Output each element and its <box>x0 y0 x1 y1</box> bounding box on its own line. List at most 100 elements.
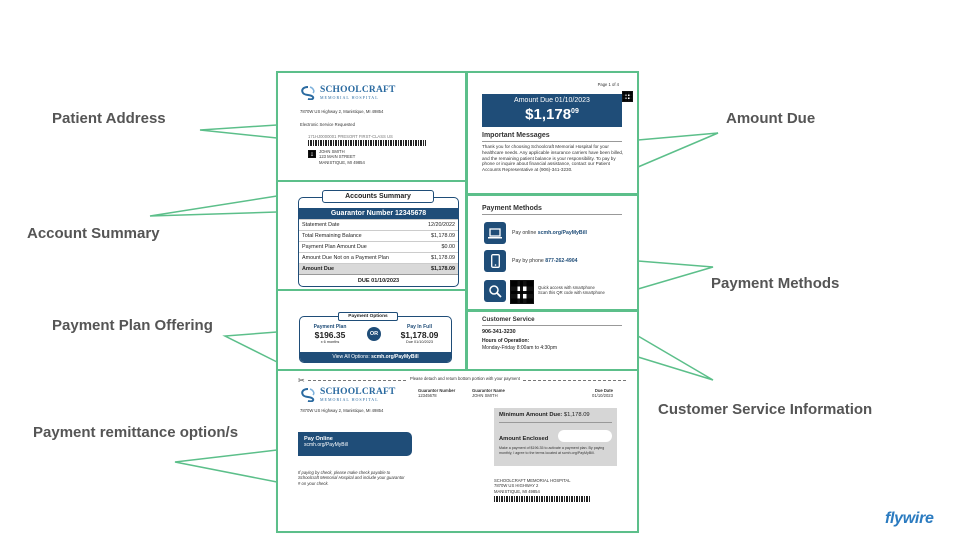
customer-service-title: Customer Service <box>482 316 535 323</box>
pay-online-prefix: Pay online <box>512 230 537 236</box>
remit-name: SCHOOLCRAFT MEMORIAL HOSPITAL <box>494 478 571 483</box>
qr-text-1: Quick access with smartphone <box>538 285 595 290</box>
hospital-logo-icon <box>301 85 315 100</box>
mail-qr-icon <box>308 150 316 158</box>
summary-row: Payment Plan Amount Due$0.00 <box>299 241 458 252</box>
cs-divider <box>482 325 622 326</box>
important-messages-title: Important Messages <box>482 132 550 139</box>
pay-online-line[interactable]: Pay online scmh.org/PayMyBill <box>512 230 587 236</box>
patient-address-section: SCHOOLCRAFT MEMORIAL HOSPITAL 7870W US H… <box>276 71 467 182</box>
slip-guarantor-name-label: Guarantor Name <box>472 388 505 393</box>
postal-barcode <box>308 140 426 146</box>
full-amount: $1,178.09 <box>400 330 439 340</box>
amount-due-value: $1,17809 <box>482 104 622 123</box>
smartphone-icon <box>484 250 506 272</box>
remit-street: 7870W US HIGHWAY 2 <box>494 483 539 489</box>
slip-guarantor-number-value: 12345678 <box>418 393 437 399</box>
slip-guarantor-name-value: JOHN SMITH <box>472 393 498 399</box>
hospital-logo: SCHOOLCRAFT MEMORIAL HOSPITAL <box>300 85 396 100</box>
connector-patient-address <box>199 124 278 139</box>
important-divider <box>482 141 622 142</box>
or-badge: OR <box>367 327 381 341</box>
payment-plan-section: Payment Options Payment Plan $196.35 x 6… <box>276 289 467 371</box>
slip-hospital-subtitle: MEMORIAL HOSPITAL <box>320 397 379 402</box>
min-due-value: $1,178.09 <box>563 412 590 418</box>
view-all-prefix: View All Options: <box>332 354 370 360</box>
min-due-divider <box>499 422 612 423</box>
amount-enclosed-field[interactable] <box>558 430 612 442</box>
connector-amount-due <box>637 132 719 168</box>
payment-plan-option[interactable]: Payment Plan $196.35 x 6 months <box>306 324 354 344</box>
amount-due-dollars: $1,178 <box>525 106 572 123</box>
callout-customer-service: Customer Service Information <box>658 401 873 418</box>
view-all-url[interactable]: scmh.org/PayMyBill <box>371 354 419 360</box>
mail-code: 171HJ0000001 PRESORT FIRST-CLASS US <box>308 134 393 139</box>
payment-methods-section: Payment Methods Pay online scmh.org/PayM… <box>466 194 639 311</box>
check-note: If paying by check, please make check pa… <box>298 470 405 486</box>
billing-statement: SCHOOLCRAFT MEMORIAL HOSPITAL 7870W US H… <box>276 71 639 533</box>
hospital-subtitle: MEMORIAL HOSPITAL <box>320 95 379 100</box>
qr-instructions: Quick access with smartphone Scan this Q… <box>538 285 605 296</box>
patient-address-block: JOHN SMITH 123 MAIN STREET MANISTIQUE, M… <box>319 149 365 165</box>
summary-row-label: Statement Date <box>302 222 340 228</box>
laptop-icon <box>484 222 506 244</box>
slip-guarantor-number: Guarantor Number 12345678 <box>418 388 455 399</box>
plan-amount: $196.35 <box>314 330 346 340</box>
connector-payment-plan <box>222 331 278 363</box>
slip-due-label: Due Date <box>594 388 613 393</box>
qr-text-2: Scan this QR code with smartphone <box>538 290 605 296</box>
amount-due-label: Amount Due 01/10/2023 <box>514 97 590 104</box>
summary-row-value: $1,178.09 <box>431 266 455 272</box>
pay-phone-number[interactable]: 877-262-4904 <box>545 258 578 264</box>
hospital-name: SCHOOLCRAFT <box>320 85 396 95</box>
callout-payment-remittance: Payment remittance option/s <box>33 424 239 441</box>
pay-online-url[interactable]: scmh.org/PayMyBill <box>537 230 587 236</box>
min-due-label: Minimum Amount Due: <box>499 412 563 418</box>
scissors-icon: ✂ <box>298 376 305 385</box>
account-summary-section: Accounts Summary Guarantor Number 123456… <box>276 180 467 291</box>
slip-hospital-logo: SCHOOLCRAFT MEMORIAL HOSPITAL <box>300 387 396 402</box>
pay-phone-line[interactable]: Pay by phone 877-262-4904 <box>512 258 578 264</box>
slip-hospital-address: 7870W US Highway 2, Manistique, MI 49854 <box>300 408 384 413</box>
connector-payment-methods <box>637 260 714 290</box>
patient-city: MANISTIQUE, MI 49854 <box>319 159 365 165</box>
summary-row: Total Remaining Balance$1,178.09 <box>299 230 458 241</box>
summary-row-label: Total Remaining Balance <box>302 233 362 239</box>
slip-guarantor-number-label: Guarantor Number <box>418 388 456 393</box>
patient-name: JOHN SMITH <box>319 149 345 154</box>
slip-hospital-logo-icon <box>301 387 315 402</box>
callout-account-summary: Account Summary <box>27 225 160 242</box>
flywire-logo: flywire <box>885 510 934 527</box>
amount-due-cents: 09 <box>571 108 579 115</box>
summary-row-label: Amount Due Not on a Payment Plan <box>302 255 389 261</box>
cs-phone[interactable]: 906-341-3230 <box>482 329 516 335</box>
payment-options-card: Payment Plan $196.35 x 6 months OR Pay I… <box>299 316 452 363</box>
slip-pay-online-label: Pay Online <box>304 436 333 442</box>
payment-qr-code[interactable] <box>510 280 534 304</box>
slip-hospital-name: SCHOOLCRAFT <box>320 387 396 397</box>
accounts-summary-table: Guarantor Number 12345678 Statement Date… <box>298 197 459 287</box>
scan-search-icon <box>484 280 506 302</box>
guarantor-number-bar: Guarantor Number 12345678 <box>299 208 458 219</box>
summary-row: Amount Due$1,178.09 <box>299 263 458 274</box>
remit-address: SCHOOLCRAFT MEMORIAL HOSPITAL 7870W US H… <box>494 478 570 494</box>
pay-in-full-option[interactable]: Pay In Full $1,178.09 Due 01/10/2023 <box>392 324 447 344</box>
view-all-options-bar[interactable]: View All Options: scmh.org/PayMyBill <box>300 352 451 362</box>
enclosed-note: Make a payment of $196.35 to activate a … <box>499 446 605 455</box>
remit-city: MANISTIQUE, MI 49854 <box>494 488 540 494</box>
payment-remittance-section: ✂ Please detach and return bottom portio… <box>276 369 639 533</box>
patient-street: 123 MAIN STREET <box>319 154 356 160</box>
min-due-line: Minimum Amount Due: $1,178.09 <box>499 412 590 418</box>
detach-text: Please detach and return bottom portion … <box>408 376 522 382</box>
full-due: Due 01/10/2023 <box>405 340 434 344</box>
summary-row-label: Payment Plan Amount Due <box>302 244 367 250</box>
connector-account-summary <box>149 195 278 217</box>
slip-pay-online-button[interactable]: Pay Online scmh.org/PayMyBill <box>298 432 412 456</box>
hospital-address: 7870W US Highway 2, Manistique, MI 49854 <box>300 109 384 114</box>
amount-due-section: Page 1 of 4 Amount Due 01/10/2023 $1,178… <box>466 71 639 195</box>
full-label: Pay In Full <box>406 324 432 330</box>
amount-enclosed-label: Amount Enclosed <box>499 436 549 442</box>
callout-amount-due: Amount Due <box>726 110 816 127</box>
